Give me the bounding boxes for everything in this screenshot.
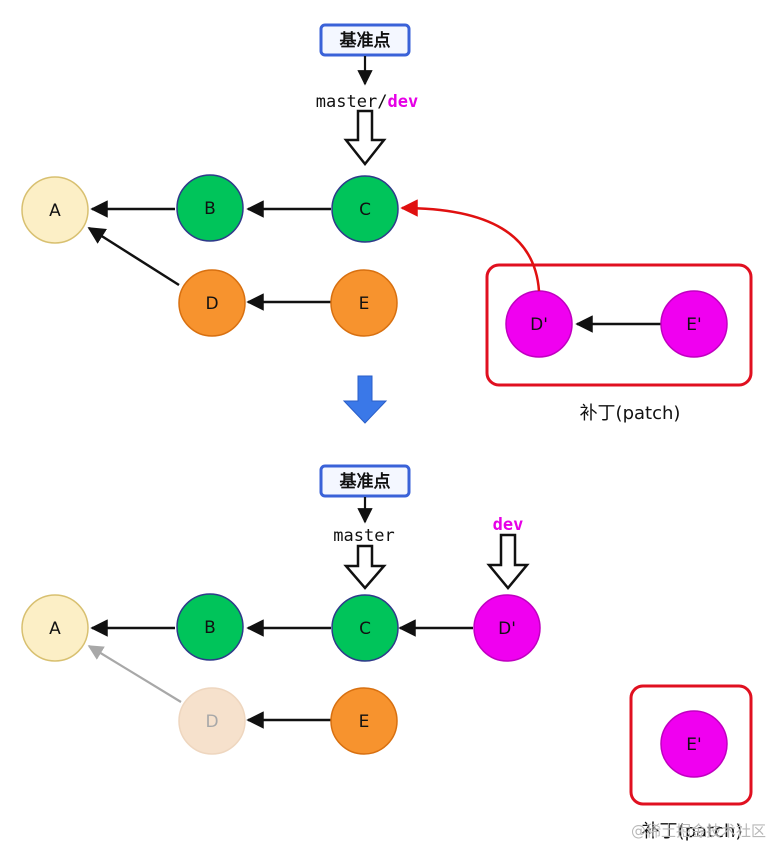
commit-b-label: B	[204, 199, 216, 219]
commit-d-prime-after: D'	[473, 594, 541, 662]
commit-b-circle	[176, 174, 244, 242]
commit-d-prime-after-label: D'	[498, 619, 516, 639]
commit-e-label: E	[359, 294, 370, 314]
base-point-badge-label: 基准点	[339, 30, 391, 51]
commit-c-after: C	[331, 594, 399, 662]
commit-b-after-circle	[176, 593, 244, 661]
commit-c-label: C	[359, 200, 371, 220]
commit-d-prime-after-circle	[473, 594, 541, 662]
commit-a-label: A	[49, 201, 61, 221]
commit-d-faded-circle	[178, 687, 246, 755]
patch-caption: 补丁(patch)	[580, 403, 681, 424]
commit-e-prime-after: E'	[660, 710, 728, 778]
commit-a-circle	[21, 176, 89, 244]
commit-d-prime: D'	[505, 290, 573, 358]
master-dev-ref-label: master/dev	[316, 92, 418, 112]
arrow-d-to-a-faded	[87, 645, 182, 703]
commit-c-after-label: C	[359, 619, 371, 639]
commit-b-after: B	[176, 593, 244, 661]
commit-c: C	[331, 175, 399, 243]
master-ref-text: master	[316, 92, 377, 112]
base-point-badge: 基准点	[319, 23, 411, 57]
ref-separator: /	[377, 92, 387, 112]
hollow-down-arrow-dev	[486, 533, 530, 590]
commit-a: A	[21, 176, 89, 244]
commit-d-label: D	[205, 294, 218, 314]
commit-e-prime-after-label: E'	[686, 735, 701, 755]
commit-c-circle	[331, 175, 399, 243]
commit-a-after-label: A	[49, 619, 61, 639]
hollow-down-arrow-master	[343, 544, 387, 590]
base-point-badge-after-label: 基准点	[339, 471, 391, 492]
base-point-badge-box	[319, 23, 411, 57]
commit-e-circle	[330, 269, 398, 337]
commit-d-faded: D	[178, 687, 246, 755]
dev-ref-text: dev	[387, 92, 418, 112]
commit-d-circle	[178, 269, 246, 337]
commit-b: B	[176, 174, 244, 242]
arrow-d-to-a	[87, 226, 180, 287]
before-section: 基准点 master/dev A B C D	[21, 23, 753, 424]
commit-b-after-label: B	[204, 618, 216, 638]
patch-box	[485, 263, 753, 387]
commit-e: E	[330, 269, 398, 337]
commit-a-after-circle	[21, 594, 89, 662]
commit-e-after: E	[330, 687, 398, 755]
commit-e-prime-circle	[660, 290, 728, 358]
commit-c-after-circle	[331, 594, 399, 662]
commit-a-after: A	[21, 594, 89, 662]
commit-e-after-circle	[330, 687, 398, 755]
commit-e-after-label: E	[359, 712, 370, 732]
hollow-down-arrow	[343, 109, 387, 167]
commit-e-prime-after-circle	[660, 710, 728, 778]
rebase-arrow-d-prime-to-c	[400, 199, 541, 292]
patch-caption-after: 补丁(patch)	[642, 821, 743, 842]
commit-e-prime-label: E'	[686, 315, 701, 335]
after-section: 基准点 master dev A B C D' D	[21, 464, 753, 842]
commit-d: D	[178, 269, 246, 337]
base-point-badge-after-box	[319, 464, 411, 498]
master-ref-label-after: master	[333, 526, 394, 546]
dev-ref-label-after: dev	[493, 515, 524, 535]
commit-e-prime: E'	[660, 290, 728, 358]
watermark: @稀土掘金技术社区	[631, 822, 766, 840]
transition-down-arrow	[342, 375, 388, 424]
patch-box-after	[629, 684, 753, 806]
commit-d-faded-label: D	[205, 712, 218, 732]
commit-d-prime-label: D'	[530, 315, 548, 335]
base-point-badge-after: 基准点	[319, 464, 411, 498]
